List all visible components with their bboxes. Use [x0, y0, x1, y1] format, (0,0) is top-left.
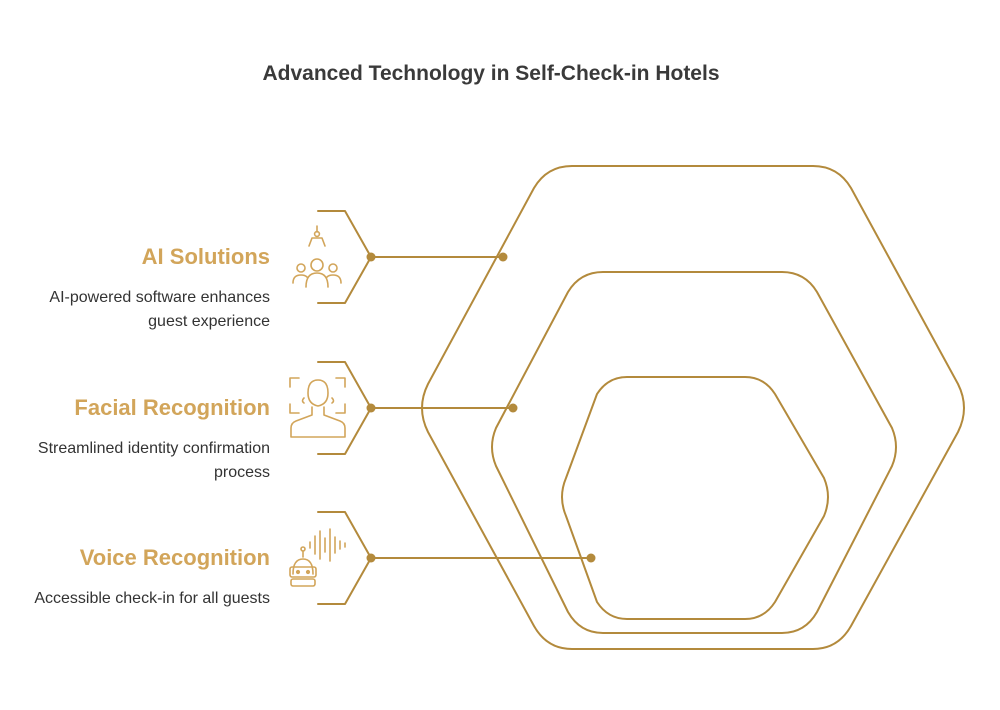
chevron-bracket-voice [317, 511, 372, 605]
voice-recognition-title: Voice Recognition [79, 545, 270, 570]
middle-hexagon [491, 271, 897, 634]
dot-ai-start [366, 252, 376, 262]
dot-facial-end [508, 403, 518, 413]
voice-robot-icon [289, 528, 346, 587]
dot-voice-start [366, 553, 376, 563]
voice-recognition-description: Accessible check-in for all guests [34, 590, 270, 607]
inner-hexagon [561, 376, 829, 620]
ai-solutions-description: AI-powered software enhances guest exper… [49, 289, 270, 330]
diagram-title: Advanced Technology in Self-Check-in Hot… [262, 62, 720, 85]
chevron-bracket-ai [317, 210, 372, 304]
outer-hexagon [421, 165, 965, 650]
facial-recognition-title: Facial Recognition [74, 395, 270, 420]
ai-solutions-title: AI Solutions [141, 244, 270, 269]
facial-recognition-description: Streamlined identity confirmation proces… [37, 440, 270, 481]
robot-arm-users-icon [292, 225, 342, 288]
dot-voice-end [586, 553, 596, 563]
dot-facial-start [366, 403, 376, 413]
face-scan-icon [289, 377, 346, 438]
dot-ai-end [498, 252, 508, 262]
